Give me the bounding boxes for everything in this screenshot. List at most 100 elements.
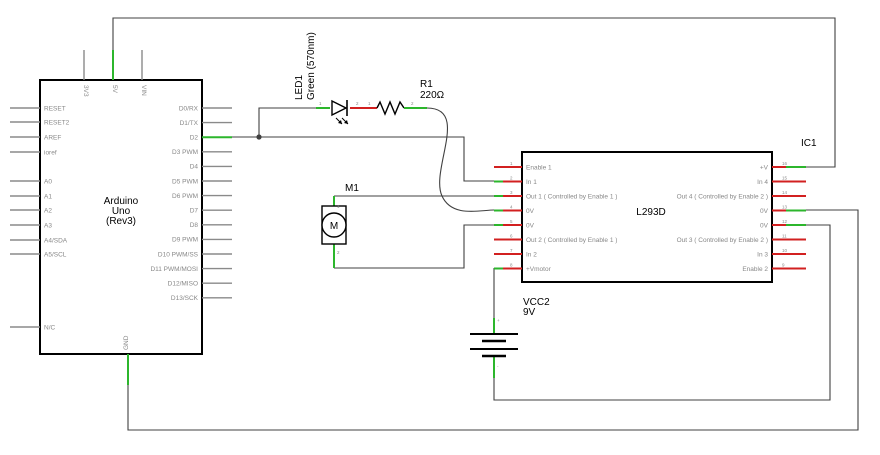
wire-resistor-to-ic-0v[interactable]	[426, 107, 495, 212]
led-ref: LED1	[294, 75, 305, 100]
arduino-pin-label: ioref	[44, 149, 57, 156]
battery-vcc2[interactable]: + - VCC2 9V	[470, 297, 550, 378]
arduino-pin-label: D2	[190, 135, 199, 142]
ic-pin-number: 14	[782, 190, 788, 195]
ic-pin-label: In 3	[757, 251, 768, 258]
arduino-pin-label: A3	[44, 222, 52, 229]
ic-pin-number: 9	[782, 263, 785, 268]
arduino-pin-label: D12/MISO	[168, 281, 198, 288]
arduino-pin-label: GND	[123, 335, 130, 350]
wire-motor-to-0v[interactable]	[334, 224, 494, 269]
led-value: Green (570nm)	[306, 32, 317, 100]
battery-minus-sign: -	[497, 364, 499, 369]
motor-circle-icon	[321, 212, 347, 238]
wire-5v-to-ic-vplus[interactable]	[112, 17, 836, 168]
arduino-pin-label: A1	[44, 193, 52, 200]
arduino-pin-label: RESET2	[44, 119, 70, 126]
arduino-pin-label: N/C	[44, 324, 56, 331]
ic-pin-label: 0V	[760, 208, 769, 215]
arduino-uno[interactable]: Arduino Uno (Rev3) 3V3 5V VIN RESET RESET2AR…	[10, 50, 232, 385]
ic-pin-number: 6	[510, 234, 513, 239]
resistor-zigzag-icon	[376, 100, 405, 116]
motor-symbol: M	[330, 221, 338, 232]
arduino-pin-label: D8	[190, 222, 199, 229]
arduino-pin-label: D11 PWM/MOSI	[150, 266, 198, 273]
ic-pin-label: Out 4 ( Controlled by Enable 2 )	[677, 193, 768, 200]
ic-pin-number: 1	[510, 161, 513, 166]
ic-pin-number: 11	[782, 234, 787, 239]
ic-ref: IC1	[801, 138, 817, 149]
arduino-pin-label: A0	[44, 178, 52, 185]
ic-pin-label: Out 3 ( Controlled by Enable 2 )	[677, 237, 768, 244]
battery-ref: VCC2	[523, 297, 550, 308]
arduino-pin-label: 3V3	[82, 85, 89, 97]
ic-pin-number: 7	[510, 248, 513, 253]
ic-pin-label: In 4	[757, 179, 768, 186]
arduino-pin-label: VIN	[140, 85, 147, 96]
wire-gnd-to-ic-0v[interactable]	[127, 209, 859, 431]
motor-ref: M1	[345, 183, 359, 194]
led-arrowhead-2	[344, 120, 348, 124]
led1[interactable]: 1 2 LED1 Green (570nm)	[294, 32, 372, 125]
arduino-pin-label: D6 PWM	[172, 193, 198, 200]
arduino-pin-label: D13/SCK	[171, 295, 199, 302]
arduino-pin-label: D5 PWM	[172, 178, 198, 185]
ic-pin-label: Enable 1	[526, 164, 552, 171]
led-pin-2-number: 2	[356, 101, 359, 106]
ic-pin-label: In 1	[526, 179, 537, 186]
resistor-pin-1-number: 1	[368, 101, 371, 106]
ic-pin-number: 12	[782, 219, 788, 224]
ic-pin-number: 16	[782, 161, 788, 166]
arduino-pin-label: D3 PWM	[172, 149, 198, 156]
ic-pin-label: 0V	[526, 222, 535, 229]
ic-pin-number: 2	[510, 176, 513, 181]
motor-pin-1-number: 1	[337, 204, 340, 209]
battery-plus-sign: +	[497, 318, 500, 323]
ic-pin-label: In 2	[526, 251, 537, 258]
wire-d2-to-in1[interactable]	[259, 136, 494, 182]
junction-dot	[256, 134, 262, 140]
arduino-pin-label: RESET	[44, 105, 66, 112]
ic-pin-number: 5	[510, 219, 513, 224]
motor-m1[interactable]: M 1 2 M1	[321, 183, 359, 268]
arduino-pin-label: D1/TX	[180, 120, 199, 127]
motor-pin-2-number: 2	[337, 250, 340, 255]
ic-pin-label: +Vmotor	[526, 266, 552, 273]
led-arrowhead-1	[338, 120, 342, 124]
ic-pin-label: Out 1 ( Controlled by Enable 1 )	[526, 193, 617, 200]
wire-d2-to-led[interactable]	[232, 107, 316, 138]
ic-pin-label: 0V	[760, 222, 769, 229]
resistor-r1[interactable]: 1 2 R1 220Ω	[368, 79, 445, 116]
ic-name: L293D	[636, 207, 665, 218]
arduino-name-line-2: Uno	[112, 206, 131, 217]
arduino-pin-label: A4/SDA	[44, 237, 68, 244]
arduino-pin-label: D7	[190, 208, 199, 215]
ic-pin-number: 13	[782, 205, 788, 210]
arduino-pin-label: 5V	[111, 85, 118, 94]
led-pin-1-number: 1	[319, 101, 322, 106]
arduino-pin-label: A2	[44, 207, 52, 214]
arduino-pin-label: A5/SCL	[44, 251, 67, 258]
arduino-name-line-3: (Rev3)	[106, 216, 136, 227]
arduino-pin-label: D4	[190, 164, 199, 171]
ic-pin-label: +V	[760, 164, 769, 171]
wires	[112, 17, 859, 431]
ic-pin-label: 0V	[526, 208, 535, 215]
ic-pin-number: 3	[510, 190, 513, 195]
arduino-name-line-1: Arduino	[104, 196, 139, 207]
arduino-pin-label: D0/RX	[179, 105, 199, 112]
ic-pin-label: Out 2 ( Controlled by Enable 1 )	[526, 237, 617, 244]
ic-pin-number: 8	[510, 263, 513, 268]
wire-battery-to-ic-0v[interactable]	[493, 224, 831, 401]
arduino-pin-label: D10 PWM/SS	[158, 251, 199, 258]
battery-value: 9V	[523, 307, 536, 318]
arduino-pin-label: D9 PWM	[172, 237, 198, 244]
arduino-pin-label: AREF	[44, 134, 61, 141]
resistor-ref: R1	[420, 79, 433, 90]
arduino-body	[39, 79, 203, 355]
ic-pin-number: 10	[782, 248, 788, 253]
led-diode-icon	[331, 99, 348, 117]
ic-pin-number: 4	[510, 205, 513, 210]
